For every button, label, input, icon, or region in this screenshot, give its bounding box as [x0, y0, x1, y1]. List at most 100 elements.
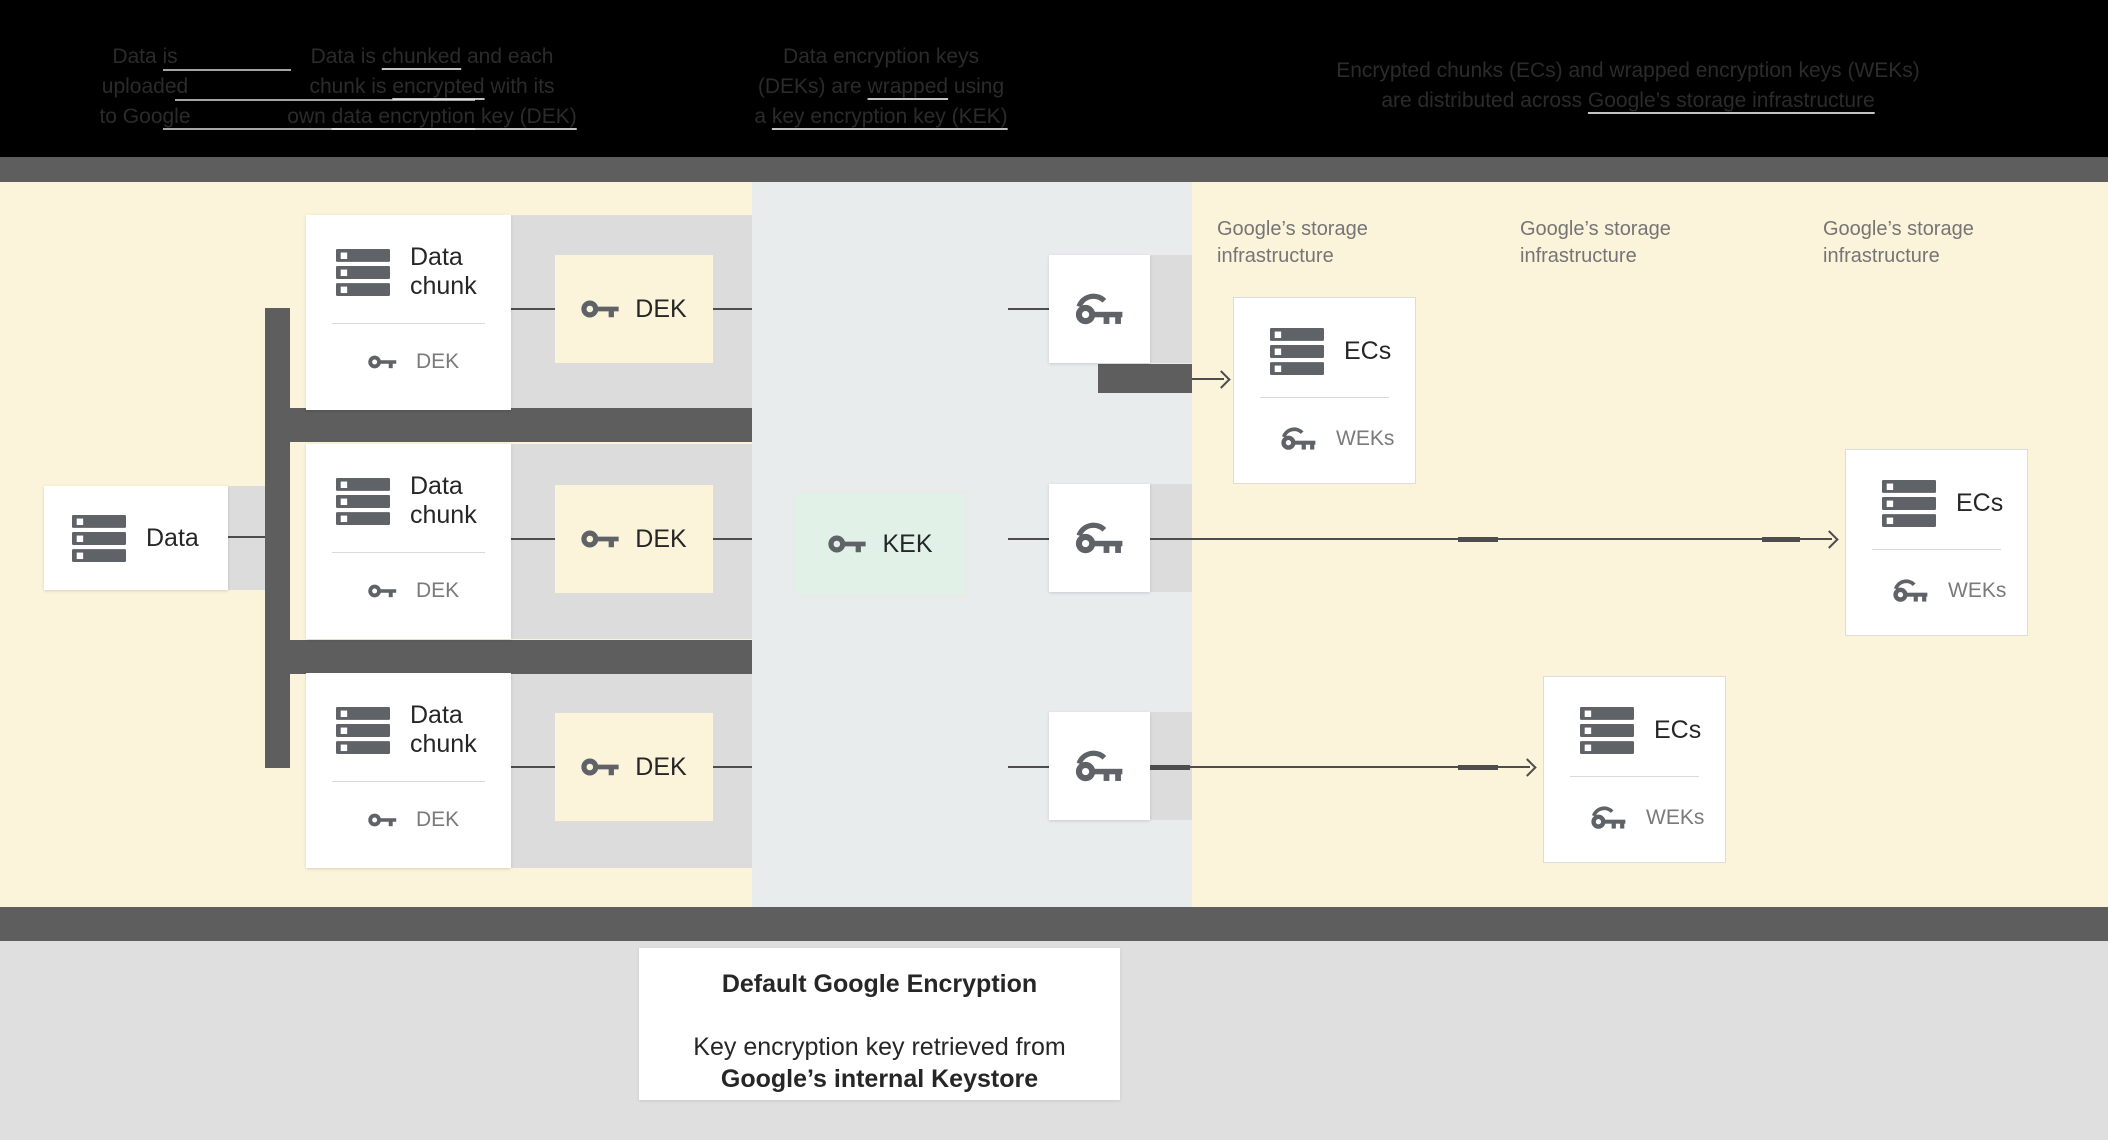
header-step-4-line: Encrypted chunks (ECs) and wrapped encry…	[1336, 59, 1920, 82]
data-icon	[72, 514, 126, 562]
arrow-to-ecs-1	[1192, 378, 1224, 380]
divider	[1570, 776, 1699, 777]
data-chunk-icon	[336, 706, 390, 754]
chunk-dek-row: DEK	[368, 808, 511, 832]
dek-link[interactable]: data encryption key (DEK)	[331, 105, 577, 128]
ecs-header: ECs	[1270, 328, 1415, 375]
header-step-1-line: to Google	[99, 105, 191, 128]
header-step-2: Data is chunked and each chunk is encryp…	[277, 42, 587, 132]
storage-label-line: Google’s storage	[1520, 218, 1671, 240]
header-step-2-line: own data encryption key (DEK)	[277, 102, 587, 132]
connector-line	[511, 766, 555, 768]
weks-row: WEKs	[1590, 805, 1725, 831]
text: with its	[484, 75, 555, 98]
header-step-2-line: chunk is encrypted with its	[277, 72, 587, 102]
caption-line-2: Google’s internal Keystore	[720, 1065, 1039, 1093]
ecs-label: ECs	[1956, 489, 2004, 517]
data-chunk-box-2: Data chunk DEK	[306, 444, 511, 639]
encrypted-link[interactable]: encrypted	[392, 75, 485, 98]
encrypted-chunks-icon	[1270, 328, 1324, 375]
wrap-output-bar	[1098, 364, 1192, 393]
wrapped-key-icon	[1075, 522, 1122, 553]
inter-row-bar-1	[265, 408, 752, 442]
wrapped-key-box-1	[1049, 255, 1150, 363]
chunk-header: Data chunk	[336, 472, 511, 530]
arrow-segment	[1458, 536, 1498, 542]
arrow-to-ecs-3	[1150, 764, 1530, 770]
chunk-dek-label: DEK	[416, 808, 460, 831]
weks-row: WEKs	[1280, 426, 1415, 452]
key-icon	[581, 300, 619, 318]
key-icon	[581, 758, 619, 776]
connector-line	[1008, 308, 1049, 310]
header-rule	[163, 128, 475, 130]
chunk-dek-row: DEK	[368, 350, 511, 374]
text: (DEKs) are	[757, 75, 868, 98]
chunk-label: Data chunk	[410, 472, 477, 529]
dek-box-3: DEK	[555, 713, 713, 821]
text: and each	[461, 45, 554, 68]
encrypted-chunks-icon	[1882, 480, 1936, 527]
data-chunk-icon	[336, 248, 390, 296]
wrapped-key-box-3	[1049, 712, 1150, 820]
divider	[332, 781, 485, 782]
weks-label: WEKs	[1646, 806, 1705, 829]
data-chunk-icon	[336, 477, 390, 525]
text: a	[754, 105, 772, 128]
ecs-box-3: ECs WEKs	[1543, 676, 1726, 863]
connector-line	[713, 308, 752, 310]
ecs-label: ECs	[1344, 337, 1392, 365]
divider	[1872, 549, 2001, 550]
key-icon	[368, 813, 397, 827]
separator-bar-bottom	[0, 907, 2108, 941]
storage-label-2: Google’s storage infrastructure	[1520, 216, 1671, 270]
wrapped-key-box-2	[1049, 484, 1150, 592]
ecs-header: ECs	[1882, 480, 2027, 527]
caption-box: Default Google Encryption Key encryption…	[639, 948, 1120, 1100]
caption-line-1: Key encryption key retrieved from	[693, 1033, 1066, 1061]
dek-label: DEK	[635, 294, 687, 323]
header-step-1-line: Data is	[112, 45, 178, 68]
arrow-segment	[1762, 536, 1800, 542]
key-icon	[581, 530, 619, 548]
divider	[1260, 397, 1389, 398]
kek-link[interactable]: key encryption key (KEK)	[771, 105, 1008, 128]
header-rule	[175, 99, 475, 101]
key-icon	[828, 535, 867, 553]
chunked-link[interactable]: chunked	[381, 45, 462, 68]
inter-row-bar-2	[265, 640, 752, 674]
wrapped-key-icon	[1281, 427, 1316, 450]
key-icon	[368, 584, 397, 598]
storage-infrastructure-link[interactable]: Google’s storage infrastructure	[1587, 89, 1875, 112]
dek-label: DEK	[635, 752, 687, 781]
wrapped-link[interactable]: wrapped	[867, 75, 949, 98]
dek-box-2: DEK	[555, 485, 713, 593]
connector-line	[511, 308, 555, 310]
connector-line	[1008, 538, 1049, 540]
separator-bar-top	[0, 157, 2108, 182]
wrapped-key-icon	[1893, 579, 1928, 602]
connector-line	[1008, 766, 1049, 768]
header-band: Data is uploaded to Google Data is chunk…	[0, 0, 2108, 157]
key-icon	[368, 355, 397, 369]
chunk-label: Data chunk	[410, 243, 477, 300]
footer-band: Default Google Encryption Key encryption…	[0, 941, 2108, 1140]
wrapped-key-icon	[1075, 293, 1122, 324]
chunk-header: Data chunk	[336, 701, 511, 759]
ecs-box-1: ECs WEKs	[1233, 297, 1416, 484]
storage-label-line: infrastructure	[1823, 245, 1940, 267]
header-step-2-line: Data is chunked and each	[277, 42, 587, 72]
text: using	[948, 75, 1005, 98]
arrow-to-ecs-2	[1150, 536, 1832, 542]
chunk-label: Data chunk	[410, 701, 477, 758]
encrypted-chunks-icon	[1580, 707, 1634, 754]
storage-label-line: infrastructure	[1217, 245, 1334, 267]
header-step-3-line: Data encryption keys	[782, 45, 980, 68]
storage-label-line: infrastructure	[1520, 245, 1637, 267]
dek-box-1: DEK	[555, 255, 713, 363]
storage-label-line: Google’s storage	[1823, 218, 1974, 240]
chunk-dek-label: DEK	[416, 579, 460, 602]
ecs-box-2: ECs WEKs	[1845, 449, 2028, 636]
chunk-dek-row: DEK	[368, 579, 511, 603]
